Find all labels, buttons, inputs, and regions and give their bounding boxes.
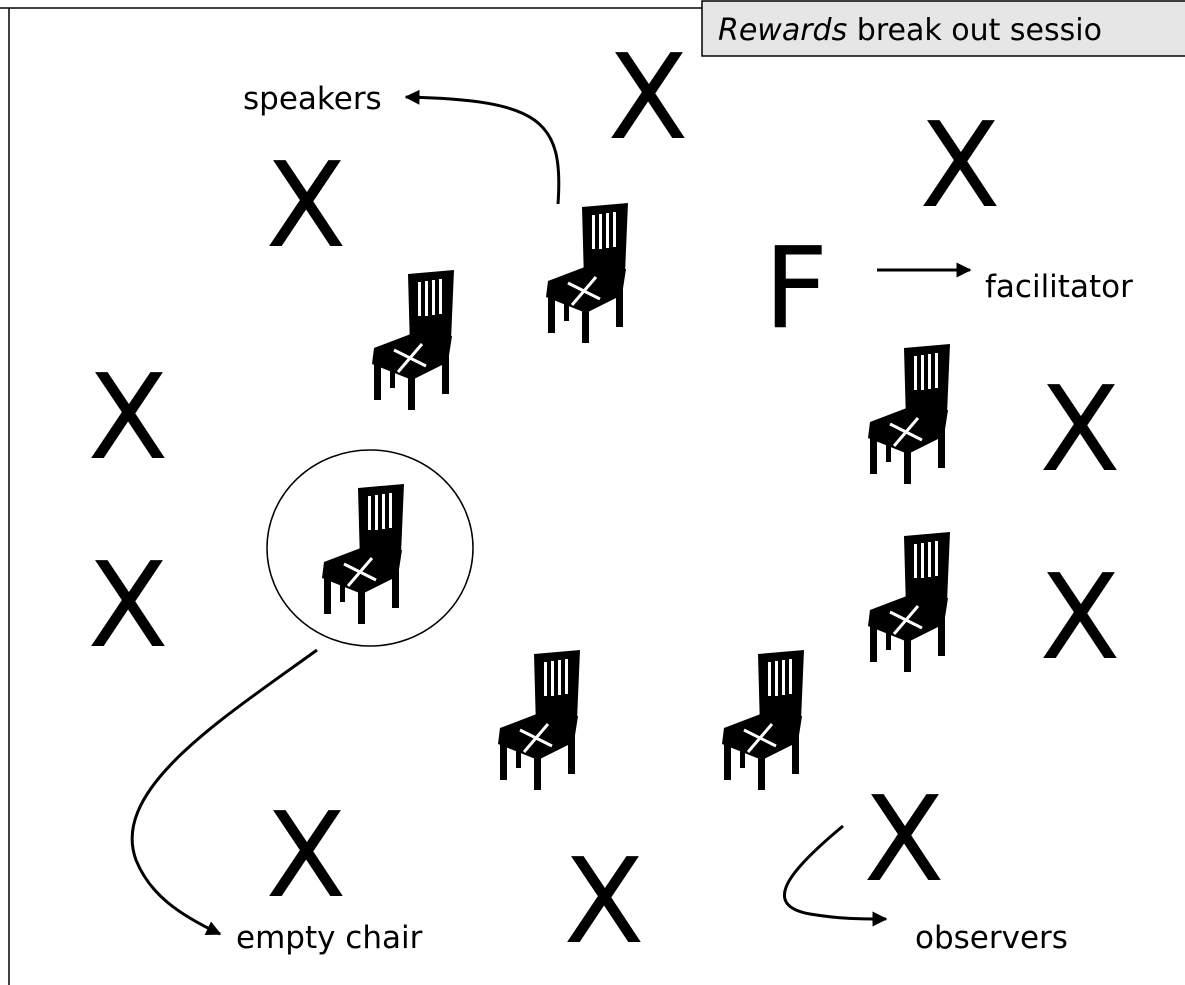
facilitator-mark: F [764,224,828,354]
chair-icon [720,650,806,790]
chair-icon [544,203,630,343]
empty-chair-label: empty chair [236,920,423,956]
title-emphasis: Rewards [718,13,847,48]
title-text: Rewards break out sessio [718,13,1102,48]
observer-x: X [266,136,347,274]
observer-x: X [608,28,689,166]
observer-x: X [88,348,169,486]
chair-icon [866,532,952,672]
speakers-label: speakers [243,81,382,117]
observer-x: X [1040,548,1121,686]
title-rest: break out sessio [847,13,1102,48]
chair-icon [370,270,456,410]
facilitator-label: facilitator [985,269,1133,305]
empty-chair-circle [266,449,474,647]
observer-x: X [864,770,945,908]
observer-x: X [564,832,645,970]
speaker-chairs [370,203,952,790]
title-box: Rewards break out sessio [701,0,1185,57]
chair-icon [866,344,952,484]
observer-marks: X X X X X X X X X X [88,28,1121,970]
observers-arrow [783,824,888,927]
empty-chair-group [266,449,474,647]
chair-icon [320,484,406,624]
observer-x: X [920,96,1001,234]
observer-x: X [266,786,347,924]
speakers-arrow [404,89,561,205]
chair-icon [496,650,582,790]
observer-x: X [88,536,169,674]
empty-chair-arrow [130,648,318,936]
observers-label: observers [915,920,1068,956]
observer-x: X [1040,360,1121,498]
